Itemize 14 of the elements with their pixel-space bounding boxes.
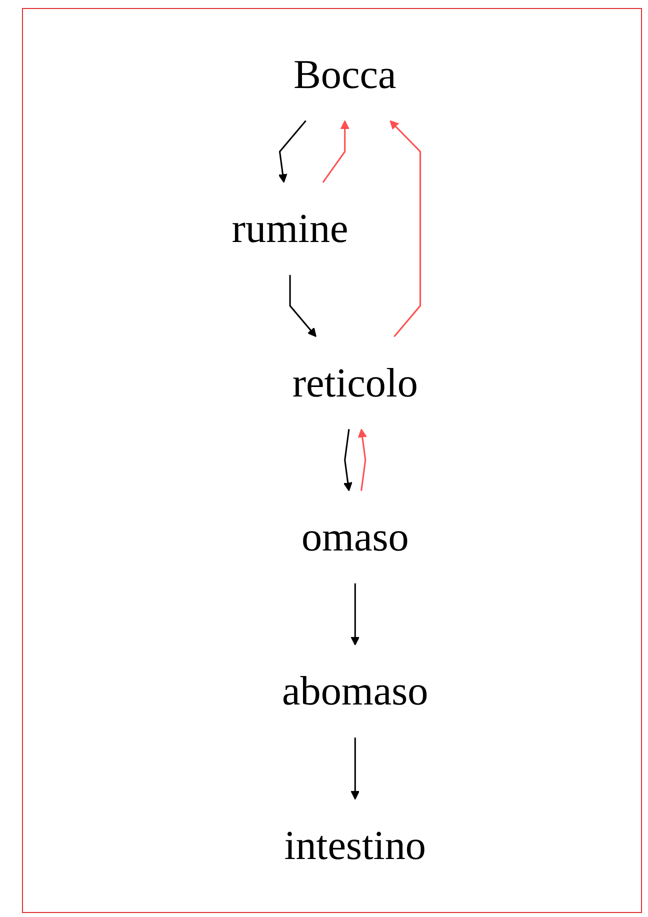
arrow [358, 428, 367, 491]
node-text: abomaso [282, 668, 428, 714]
node-text: Bocca [293, 50, 396, 98]
arrow [322, 120, 350, 183]
arrow [343, 429, 352, 492]
node-text: intestino [284, 822, 426, 868]
arrow [289, 274, 316, 338]
arrow [350, 583, 360, 646]
arrow [278, 120, 306, 183]
node-text: rumine [232, 205, 348, 252]
arrow [350, 738, 360, 800]
arrow [390, 120, 421, 338]
node-text: reticolo [292, 359, 418, 406]
node-text: omaso [301, 513, 409, 560]
